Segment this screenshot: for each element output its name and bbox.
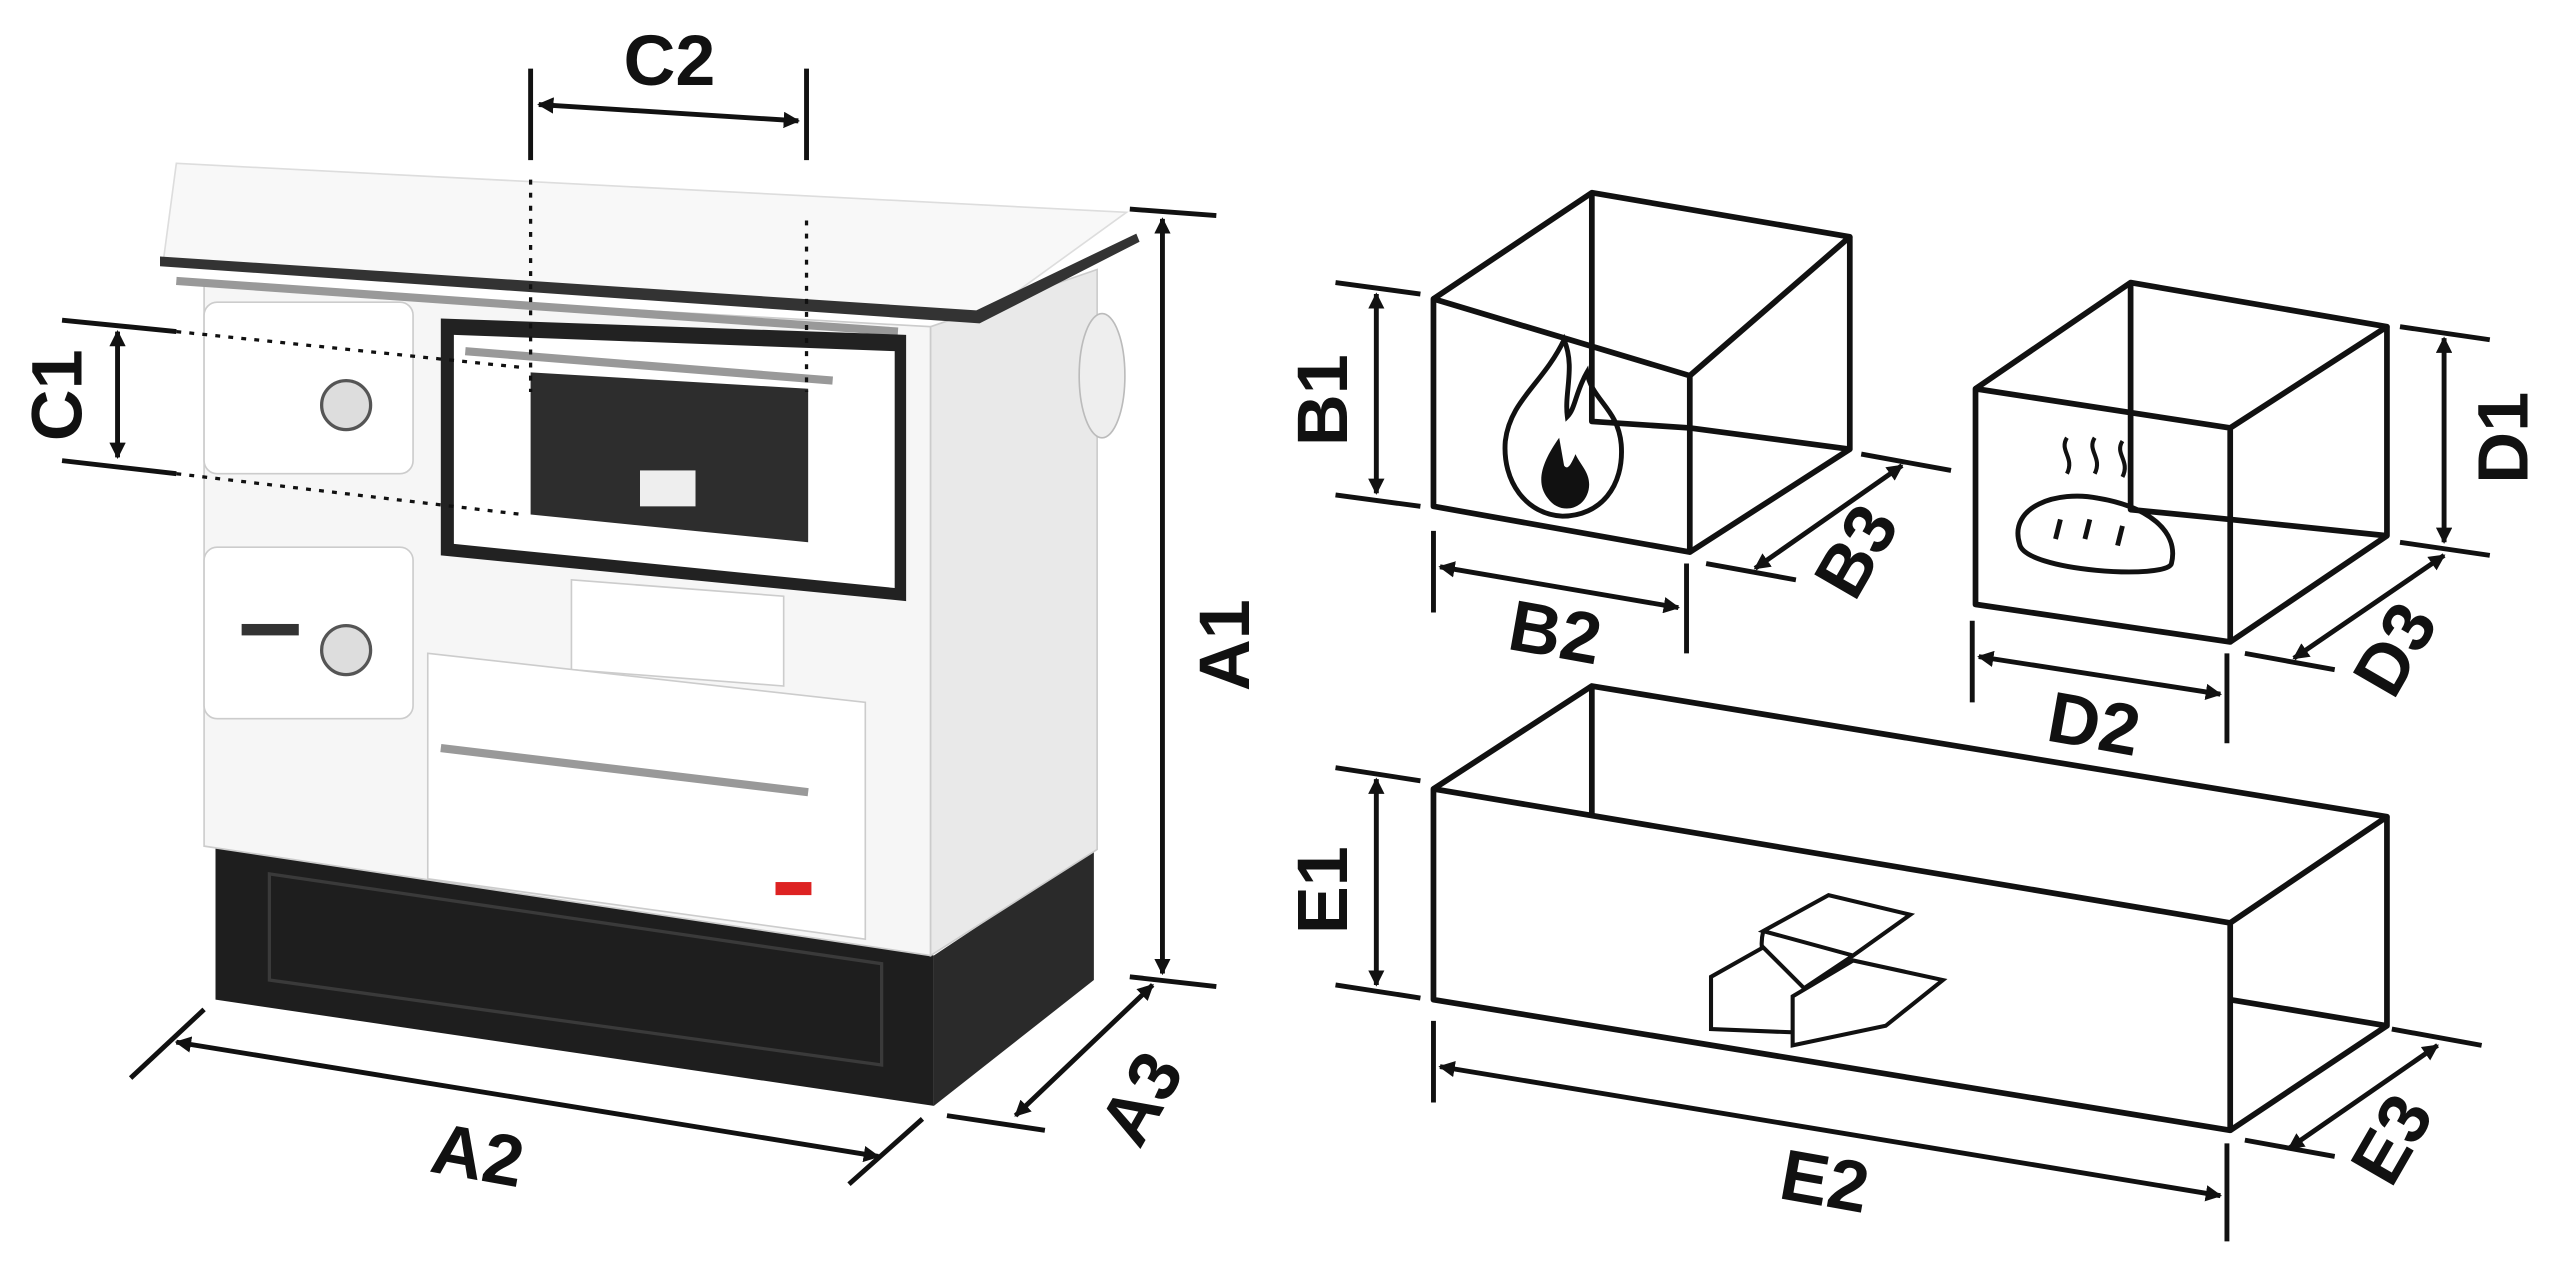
label-b3: B3 xyxy=(1799,492,1914,612)
label-e2: E2 xyxy=(1774,1135,1874,1229)
label-d2: D2 xyxy=(2042,677,2146,772)
label-a2: A2 xyxy=(425,1108,529,1203)
firebox-box xyxy=(1335,189,1952,654)
label-c1: C1 xyxy=(18,349,98,441)
stove-image xyxy=(160,162,1140,1106)
firewood-icon xyxy=(1708,892,1948,1048)
label-d3: D3 xyxy=(2338,590,2453,710)
label-d1: D1 xyxy=(2463,392,2543,484)
bread-icon xyxy=(2015,436,2176,575)
stove-dimensions xyxy=(61,68,1217,1187)
oven-box xyxy=(1969,279,2491,744)
label-e1: E1 xyxy=(1283,846,1363,934)
label-b1: B1 xyxy=(1283,354,1363,446)
label-c2: C2 xyxy=(623,21,715,101)
label-a1: A1 xyxy=(1185,599,1265,691)
label-a3: A3 xyxy=(1084,1039,1199,1159)
label-b2: B2 xyxy=(1503,586,1607,681)
wood-drawer-box xyxy=(1335,683,2483,1242)
label-e3: E3 xyxy=(2336,1081,2449,1197)
fire-icon xyxy=(1502,333,1624,519)
